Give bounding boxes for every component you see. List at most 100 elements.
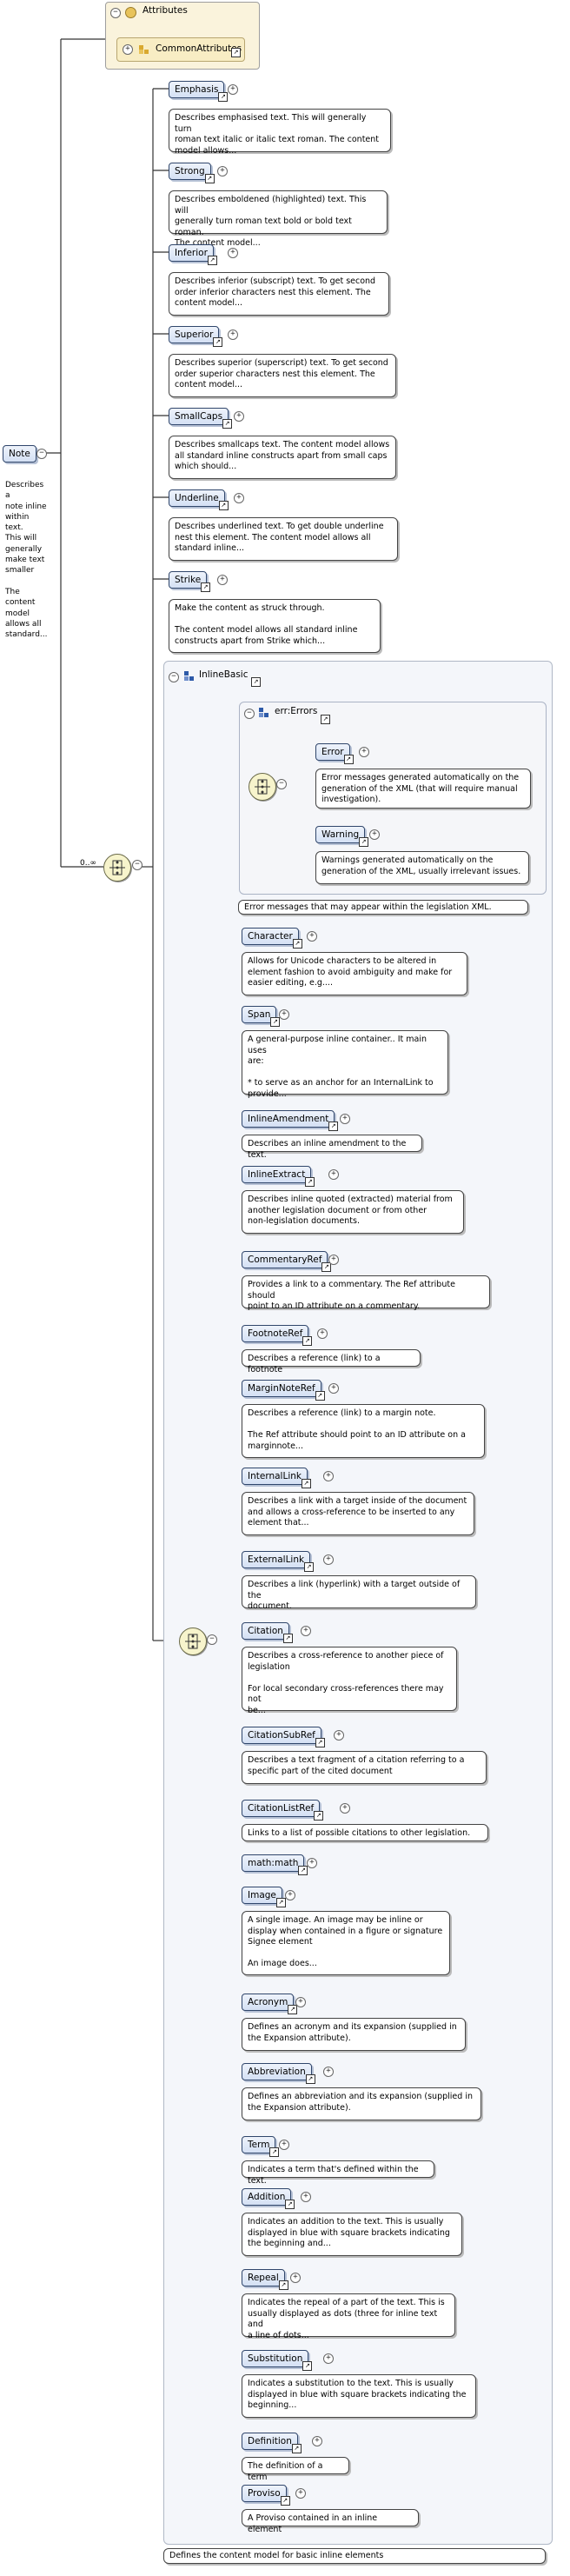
expand-icon[interactable]: + bbox=[279, 1009, 289, 1020]
reference-arrow-icon: ↗ bbox=[288, 2005, 298, 2014]
element-internallink[interactable]: InternalLink↗ bbox=[242, 1468, 311, 1488]
attribute-group[interactable]: + CommonAttributes ↗ bbox=[116, 37, 245, 62]
element-addition[interactable]: Addition↗ bbox=[242, 2188, 295, 2209]
element-strike[interactable]: Strike↗ bbox=[169, 571, 211, 592]
expand-icon[interactable]: + bbox=[323, 2067, 334, 2077]
element-documentation: Allows for Unicode characters to be alte… bbox=[242, 952, 467, 995]
expand-icon[interactable]: + bbox=[307, 931, 317, 942]
expand-icon[interactable]: + bbox=[217, 575, 228, 585]
reference-arrow-icon: ↗ bbox=[285, 2200, 295, 2209]
reference-arrow-icon: ↗ bbox=[280, 2496, 290, 2506]
reference-arrow-icon: ↗ bbox=[291, 2444, 302, 2453]
element-term[interactable]: Term↗ bbox=[242, 2136, 280, 2157]
collapse-icon[interactable]: − bbox=[132, 860, 142, 870]
expand-icon[interactable]: + bbox=[279, 2140, 289, 2150]
element-commentaryref[interactable]: CommentaryRef↗ bbox=[242, 1251, 332, 1272]
expand-icon[interactable]: + bbox=[234, 493, 244, 503]
expand-icon[interactable]: + bbox=[312, 2436, 322, 2446]
reference-arrow-icon: ↗ bbox=[201, 582, 211, 592]
inline-choice-compositor bbox=[179, 1627, 207, 1655]
expand-icon[interactable]: + bbox=[234, 411, 244, 422]
expand-icon[interactable]: + bbox=[228, 84, 238, 95]
expand-icon[interactable]: + bbox=[285, 1890, 295, 1900]
element-documentation: Describes an inline amendment to the tex… bbox=[242, 1135, 422, 1160]
expand-icon[interactable]: + bbox=[295, 2488, 306, 2499]
element-error[interactable]: Error↗ bbox=[315, 743, 354, 764]
element-character[interactable]: Character↗ bbox=[242, 928, 302, 949]
element-documentation: Describes a link (hyperlink) with a targ… bbox=[242, 1575, 476, 1611]
element-definition[interactable]: Definition↗ bbox=[242, 2433, 302, 2453]
expand-icon[interactable]: + bbox=[217, 166, 228, 176]
element-documentation: Links to a list of possible citations to… bbox=[242, 1824, 488, 1841]
element-inlineextract[interactable]: InlineExtract↗ bbox=[242, 1166, 315, 1187]
expand-icon[interactable]: + bbox=[301, 1626, 311, 1636]
element-label: Abbreviation bbox=[248, 2067, 306, 2077]
expand-icon[interactable]: + bbox=[334, 1730, 344, 1741]
element-label: InlineExtract bbox=[248, 1169, 306, 1180]
reference-arrow-icon: ↗ bbox=[302, 2361, 313, 2371]
element-label: SmallCaps bbox=[175, 411, 223, 422]
element-underline[interactable]: Underline↗ bbox=[169, 489, 229, 510]
expand-icon[interactable]: + bbox=[228, 329, 238, 340]
element-span[interactable]: Span↗ bbox=[242, 1006, 281, 1027]
collapse-icon[interactable]: − bbox=[169, 672, 179, 682]
element-externallink[interactable]: ExternalLink↗ bbox=[242, 1551, 315, 1572]
element-repeal[interactable]: Repeal↗ bbox=[242, 2269, 288, 2290]
expand-icon[interactable]: + bbox=[328, 1169, 339, 1180]
element-math-math[interactable]: math:math↗ bbox=[242, 1854, 308, 1875]
element-inlineamendment[interactable]: InlineAmendment↗ bbox=[242, 1110, 339, 1131]
element-citation[interactable]: Citation↗ bbox=[242, 1622, 293, 1643]
expand-icon[interactable]: + bbox=[323, 1471, 334, 1481]
element-superior[interactable]: Superior↗ bbox=[169, 326, 223, 347]
element-image[interactable]: Image↗ bbox=[242, 1887, 286, 1907]
expand-icon[interactable]: + bbox=[340, 1803, 350, 1814]
element-label: Addition bbox=[248, 2192, 286, 2202]
element-substitution[interactable]: Substitution↗ bbox=[242, 2350, 313, 2371]
expand-icon[interactable]: + bbox=[359, 747, 369, 757]
reference-arrow-icon: ↗ bbox=[218, 501, 229, 510]
element-emphasis[interactable]: Emphasis↗ bbox=[169, 81, 229, 102]
expand-icon[interactable]: + bbox=[123, 44, 133, 55]
expand-icon[interactable]: + bbox=[369, 829, 380, 840]
element-acronym[interactable]: Acronym↗ bbox=[242, 1994, 298, 2014]
collapse-icon[interactable]: − bbox=[36, 449, 47, 459]
element-warning[interactable]: Warning↗ bbox=[315, 826, 369, 847]
reference-arrow-icon: ↗ bbox=[298, 1866, 308, 1875]
element-inferior[interactable]: Inferior↗ bbox=[169, 244, 217, 265]
collapse-icon[interactable]: − bbox=[244, 709, 255, 719]
collapse-icon[interactable]: − bbox=[110, 8, 121, 18]
element-documentation: A general-purpose inline container.. It … bbox=[242, 1030, 448, 1099]
collapse-icon[interactable]: − bbox=[207, 1634, 217, 1645]
expand-icon[interactable]: + bbox=[317, 1328, 328, 1339]
element-documentation: Describes smallcaps text. The content mo… bbox=[169, 436, 396, 479]
collapse-icon[interactable]: − bbox=[276, 779, 287, 789]
element-documentation: Describes underlined text. To get double… bbox=[169, 517, 398, 561]
element-strong[interactable]: Strong↗ bbox=[169, 163, 215, 183]
expand-icon[interactable]: + bbox=[228, 248, 238, 258]
expand-icon[interactable]: + bbox=[328, 1255, 339, 1265]
element-footnoteref[interactable]: FootnoteRef↗ bbox=[242, 1325, 313, 1346]
reference-arrow-icon: ↗ bbox=[304, 1562, 315, 1572]
element-abbreviation[interactable]: Abbreviation↗ bbox=[242, 2063, 315, 2084]
expand-icon[interactable]: + bbox=[290, 2273, 301, 2283]
expand-icon[interactable]: + bbox=[295, 1997, 306, 2007]
element-proviso[interactable]: Proviso↗ bbox=[242, 2485, 290, 2506]
element-citationsubref[interactable]: CitationSubRef↗ bbox=[242, 1727, 325, 1747]
element-label: Character bbox=[248, 931, 293, 942]
element-marginnoteref[interactable]: MarginNoteRef↗ bbox=[242, 1380, 325, 1401]
expand-icon[interactable]: + bbox=[323, 1554, 334, 1565]
root-element-note[interactable]: Note bbox=[3, 445, 36, 463]
element-smallcaps[interactable]: SmallCaps↗ bbox=[169, 408, 233, 429]
expand-icon[interactable]: + bbox=[340, 1114, 350, 1124]
element-citationlistref[interactable]: CitationListRef↗ bbox=[242, 1800, 324, 1821]
element-label: Proviso bbox=[248, 2488, 281, 2499]
expand-icon[interactable]: + bbox=[323, 2353, 334, 2364]
element-label: CitationListRef bbox=[248, 1803, 315, 1814]
expand-icon[interactable]: + bbox=[301, 2192, 311, 2202]
element-label: Citation bbox=[248, 1626, 283, 1636]
element-label: Emphasis bbox=[175, 84, 219, 95]
choice-compositor bbox=[103, 854, 131, 882]
expand-icon[interactable]: + bbox=[307, 1858, 317, 1868]
expand-icon[interactable]: + bbox=[328, 1383, 339, 1394]
